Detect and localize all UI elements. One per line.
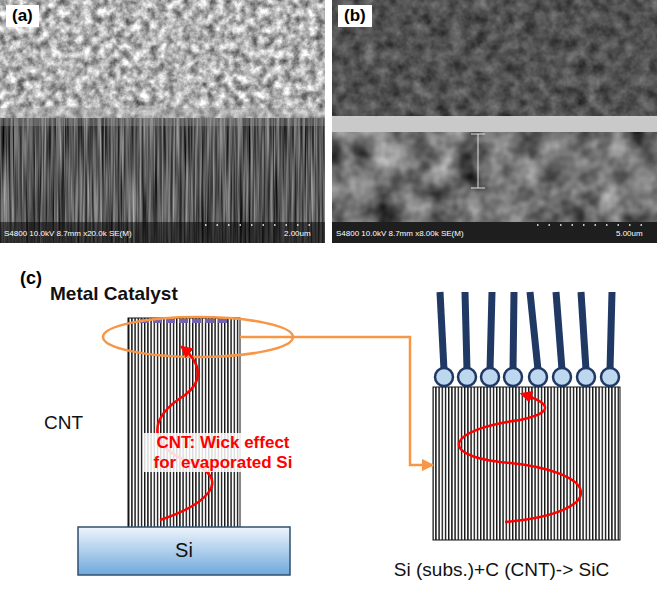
annotation: CNT: Wick effect for evaporated Si: [144, 433, 302, 472]
zoomed-interface: Si (subs.)+C (CNT)-> SiC: [433, 387, 620, 540]
sem-image: [332, 0, 657, 243]
cnt-forest: [128, 318, 240, 528]
sem-image-panel: (b) S4800 10.0kV 8.7mm x8.00k SE(M) 5.00um: [332, 0, 657, 243]
scale-value: 5.00um: [616, 229, 643, 238]
wick-arrow: [459, 394, 581, 522]
scale-value: 2.00um: [284, 229, 311, 238]
cnt-column: CNT: [128, 318, 240, 528]
panel-letter: (b): [338, 5, 372, 27]
instrument-info: S4800 10.0kV 8.7mm x20.0k SE(M): [4, 229, 132, 238]
si-substrate: Si: [78, 527, 290, 575]
part-name: CNT: [44, 412, 83, 434]
instrument-info: S4800 10.0kV 8.7mm x8.00k SE(M): [336, 229, 464, 238]
sem-image: [0, 0, 325, 243]
part-name: Metal Catalyst: [50, 283, 178, 305]
panel-letter: (a): [6, 5, 39, 27]
panel-letter: (c): [20, 268, 42, 289]
sem-image-panel: (a) S4800 10.0kV 8.7mm x20.0k SE(M) 2.00um: [0, 0, 325, 243]
substrate: [78, 527, 290, 575]
zoomed-cnt: [433, 292, 620, 540]
part-name: Si: [175, 539, 193, 562]
reaction-equation: Si (subs.)+C (CNT)-> SiC: [394, 559, 609, 581]
